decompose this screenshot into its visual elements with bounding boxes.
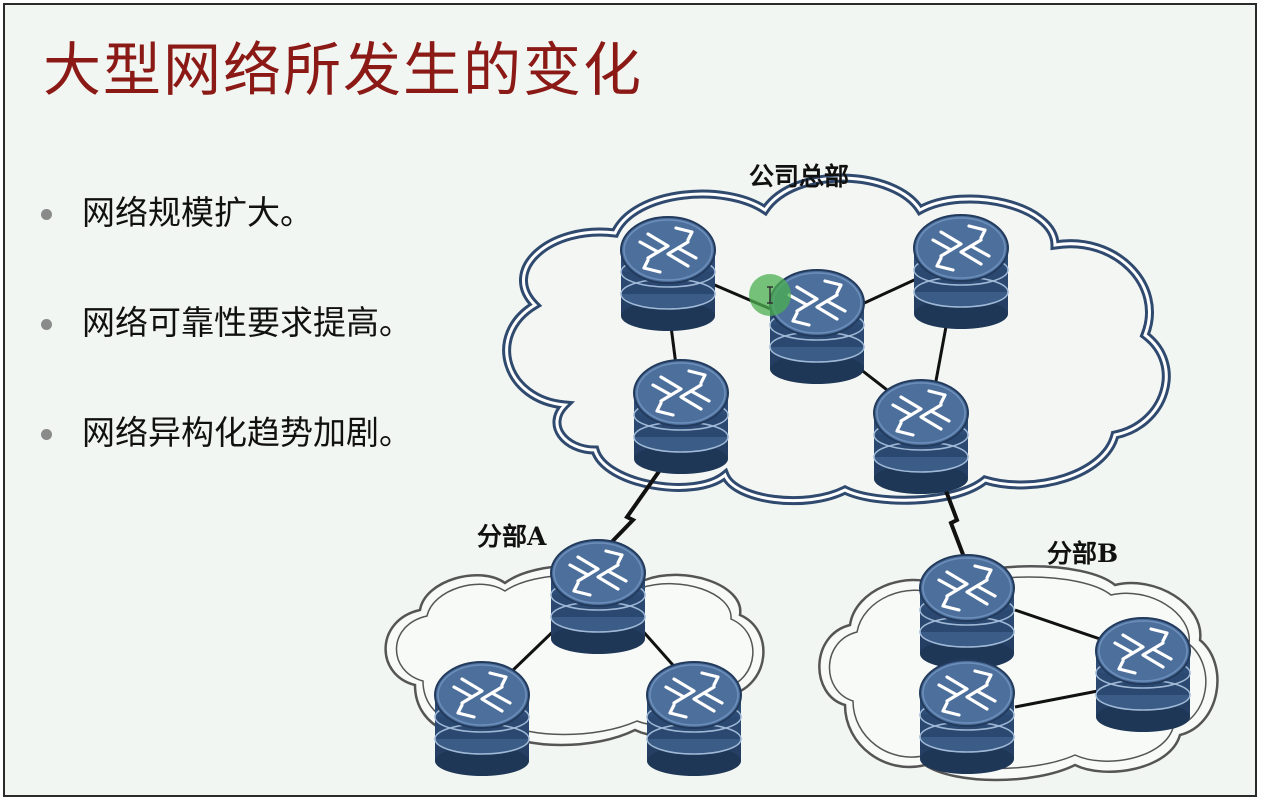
- label-branch-a: 分部A: [477, 522, 547, 551]
- bullet-item: 网络规模扩大。: [41, 193, 412, 303]
- router-icon: [918, 658, 1016, 776]
- bullet-item: 网络异构化趋势加剧。: [41, 413, 412, 523]
- bullet-item: 网络可靠性要求提高。: [41, 303, 412, 413]
- bullet-text: 网络可靠性要求提高。: [82, 303, 412, 342]
- router-icon: [1094, 616, 1192, 734]
- branch-b-links: [1014, 608, 1104, 709]
- label-hq: 公司总部: [749, 162, 849, 191]
- bullet-dot-icon: [41, 429, 52, 440]
- router-icon: [619, 215, 717, 333]
- label-branch-b: 分部B: [1047, 539, 1118, 568]
- bullet-list: 网络规模扩大。 网络可靠性要求提高。 网络异构化趋势加剧。: [41, 193, 412, 523]
- bullet-dot-icon: [41, 319, 52, 330]
- slide: 大型网络所发生的变化 网络规模扩大。 网络可靠性要求提高。 网络异构化趋势加剧。: [3, 3, 1257, 797]
- wan-link-a: [601, 468, 662, 553]
- router-icon: [912, 213, 1010, 331]
- router-icon: [645, 660, 743, 778]
- slide-title: 大型网络所发生的变化: [43, 36, 644, 104]
- router-icon: [872, 378, 970, 496]
- router-icon: [433, 660, 531, 778]
- bullet-text: 网络异构化趋势加剧。: [82, 413, 412, 452]
- wan-link-b: [938, 474, 969, 566]
- bullet-dot-icon: [41, 209, 52, 220]
- network-diagram: 公司总部 分部A 分部B: [384, 162, 1219, 782]
- router-icon: [918, 553, 1016, 671]
- text-cursor-icon: [767, 286, 773, 304]
- router-icon: [549, 538, 647, 656]
- router-icon: [632, 358, 730, 476]
- bullet-text: 网络规模扩大。: [82, 193, 313, 232]
